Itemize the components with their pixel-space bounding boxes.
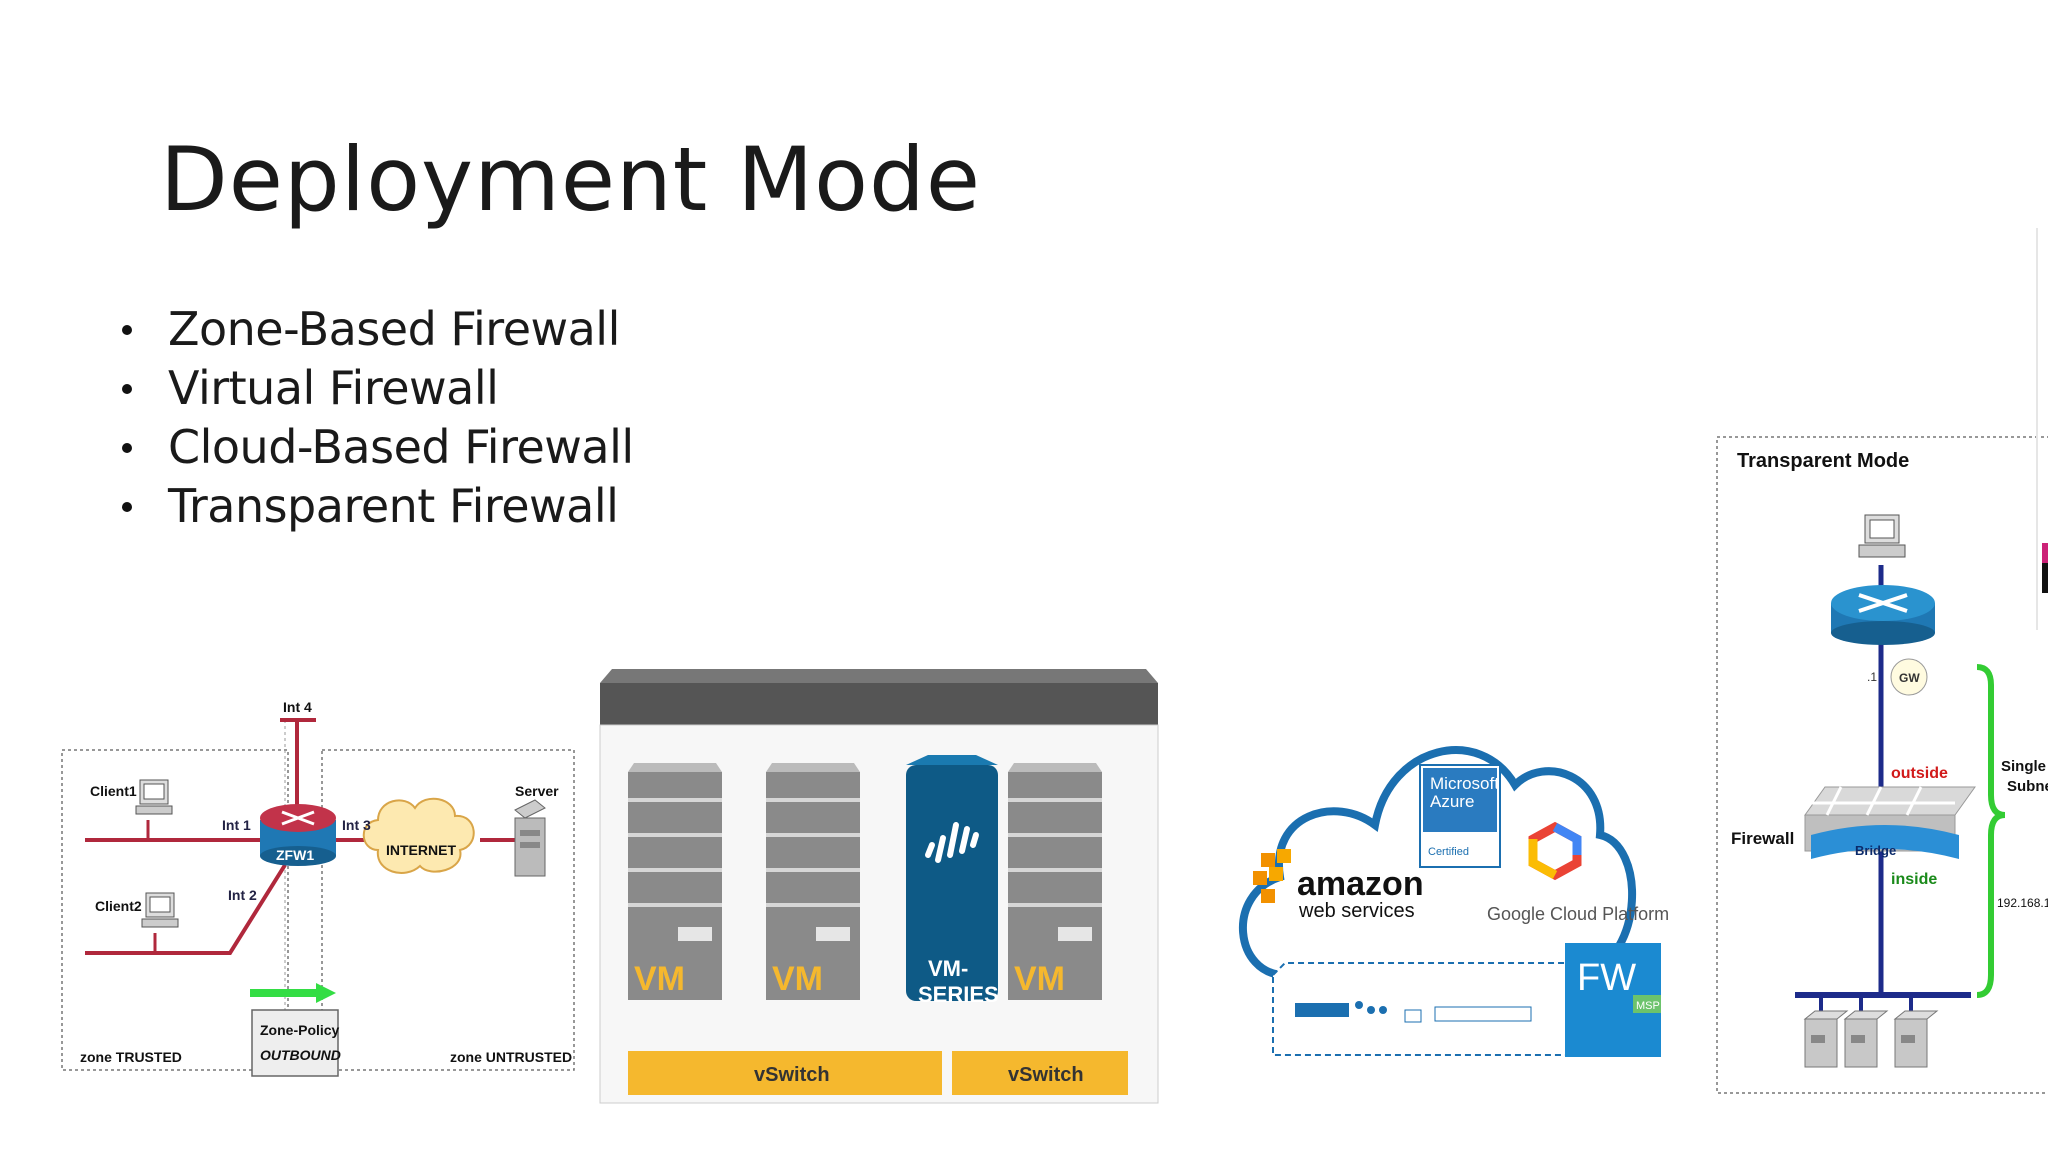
slide-title: Deployment Mode [160,128,982,231]
computer-icon [1858,514,1906,558]
vm-block [628,763,722,1000]
bullet-text: Cloud-Based Firewall [168,420,634,474]
bridge-band [1811,825,1959,859]
zone-policy-box [251,1009,339,1077]
edge-fragment-stripe [2042,543,2048,563]
server-label: Server [515,783,559,799]
vswitch-bar [628,1051,942,1095]
edge-fragment-stripe [2042,563,2048,593]
appliance-port [1404,1009,1422,1023]
appliance-led [1367,1006,1375,1014]
bullet-dot [122,324,132,335]
bullet-list: Zone-Based Firewall Virtual Firewall Clo… [122,300,634,536]
vm-label: VM [1014,960,1065,998]
int3-label: Int 3 [342,817,371,833]
single-subnet-label: Subnet [2007,778,2048,795]
appliance-led [1355,1001,1363,1009]
inside-label: inside [1891,871,1937,888]
bullet-text: Transparent Firewall [168,479,619,533]
computer-icon [135,779,173,815]
google-cloud-icon [1528,821,1582,881]
transparent-box [1716,436,2048,1094]
vswitch-label: vSwitch [1008,1064,1084,1086]
gateway-label: GW [1899,671,1920,685]
bullet-dot [122,383,132,394]
vm-series-label: VM- [928,956,968,981]
trusted-zone-box [61,749,289,1071]
azure-label: Azure [1430,792,1474,811]
palo-alto-logo-icon [925,822,979,863]
internet-cloud-icon [362,797,475,874]
msp-badge [1633,995,1661,1013]
client2-label: Client2 [95,898,142,914]
msp-label: MSP [1636,1000,1660,1012]
server-icon [1843,1010,1889,1068]
vswitch-bar [952,1051,1128,1095]
appliance-port-row [1434,1006,1532,1022]
vm-label: VM [772,960,823,998]
router-label: ZFW1 [276,847,314,863]
fw-label: FW [1577,957,1636,999]
server-icon [1893,1010,1939,1068]
zone-firewall-diagram: Int 4 Client1 Client2 Int 1 Int 2 Int 3 … [61,699,575,1077]
router-icon [1831,585,1935,645]
bullet-item: Virtual Firewall [122,359,634,418]
virtual-firewall-diagram: VM VM VM VM- SERIES vSwitch vSwitch [599,669,1159,1104]
zone-policy-direction: OUTBOUND [260,1047,341,1063]
int1-label: Int 1 [222,817,251,833]
outside-label: outside [1891,765,1948,782]
vm-block [1008,763,1102,1000]
bullet-dot [122,501,132,512]
cloud-firewall-diagram: Microsoft Azure Certified amazon web ser… [1239,746,1669,1057]
vm-label: VM [634,960,685,998]
router-icon [260,804,336,866]
zone-untrusted-label: zone UNTRUSTED [450,1049,572,1065]
int2-label: Int 2 [228,887,257,903]
bullet-item: Cloud-Based Firewall [122,418,634,477]
bullet-item: Zone-Based Firewall [122,300,634,359]
azure-cert-label: Certified [1428,846,1469,858]
chassis-top [600,669,1158,683]
transparent-mode-title: Transparent Mode [1737,450,1909,472]
vswitch-label: vSwitch [754,1064,830,1086]
server-icon [514,799,546,877]
vm-block [766,763,860,1000]
amazon-label: amazon [1297,865,1424,903]
appliance-led [1379,1006,1387,1014]
arrow-head-icon [316,983,336,1003]
int4-label: Int 4 [283,699,312,715]
subnet-address: 192.168.1.0 [1997,896,2048,910]
transparent-mode-diagram: Transparent Mode GW .1 outside inside Fi… [1716,436,2048,1094]
edge-fragment [2036,228,2048,630]
zone-policy-label: Zone-Policy [260,1022,340,1038]
bullet-dot [122,442,132,453]
zone-trusted-label: zone TRUSTED [80,1049,182,1065]
azure-label: Microsoft [1430,774,1499,793]
server-icon [1803,1010,1849,1068]
untrusted-zone-box [321,749,575,1071]
bullet-item: Transparent Firewall [122,477,634,536]
bridge-label: Bridge [1855,843,1896,858]
internet-label: INTERNET [386,842,456,858]
subnet-bracket [1976,664,2006,998]
client1-label: Client1 [90,783,137,799]
gateway-badge [1890,658,1928,696]
chassis-bar [600,683,1158,725]
gateway-address: .1 [1867,670,1877,684]
firewall-label: Firewall [1731,829,1794,848]
bullet-text: Zone-Based Firewall [168,302,620,356]
vm-series-block [906,755,998,1001]
aws-logo-icon [1253,849,1291,903]
vm-series-label: SERIES [918,982,999,1007]
azure-badge-top [1423,768,1497,832]
single-subnet-label: Single L [2001,758,2048,775]
bullet-text: Virtual Firewall [168,361,499,415]
computer-icon [141,892,179,928]
appliance-port [1295,1003,1349,1017]
amazon-label: web services [1298,900,1415,922]
google-label: Google Cloud Platform [1487,904,1669,924]
int2-link [85,863,287,955]
